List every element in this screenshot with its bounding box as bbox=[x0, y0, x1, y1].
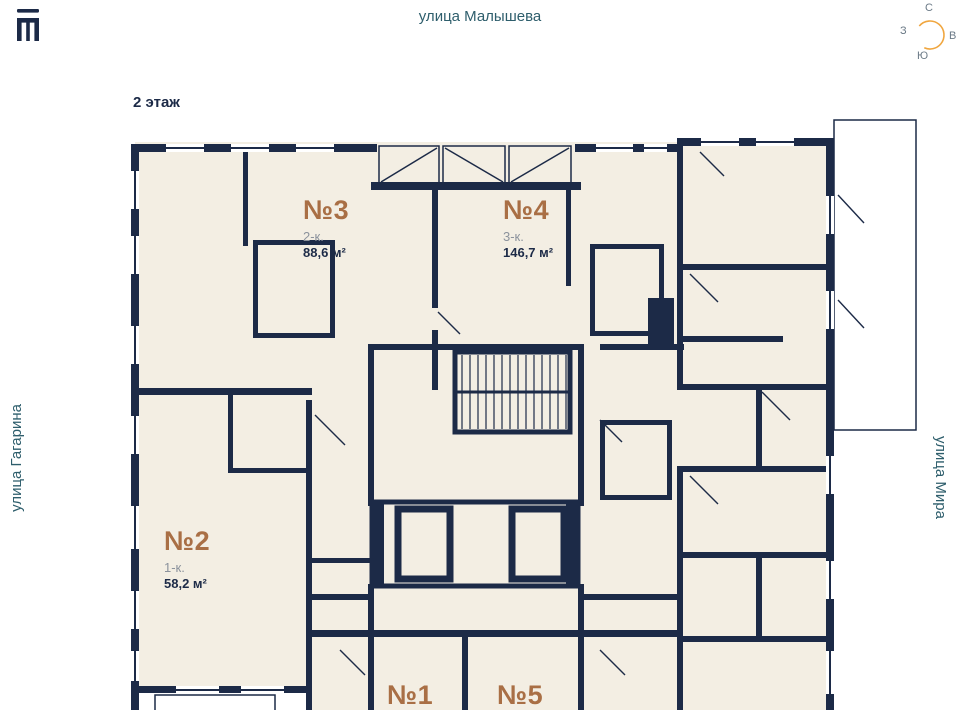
top-loggias bbox=[378, 145, 572, 185]
compass-north: С bbox=[925, 2, 933, 14]
compass: С З В Ю bbox=[899, 2, 960, 68]
apartment-5-number: №5 bbox=[497, 680, 544, 710]
compass-east: В bbox=[949, 30, 957, 42]
compass-west: З bbox=[900, 25, 907, 37]
brand-logo-icon bbox=[17, 9, 39, 41]
apartment-4-rooms: 3-к. bbox=[503, 228, 524, 244]
street-label-left: улица Гагарина bbox=[8, 404, 25, 512]
windows bbox=[131, 138, 834, 696]
stairs-icon bbox=[452, 349, 573, 435]
bottom-balcony bbox=[139, 693, 306, 710]
street-label-top: улица Малышева bbox=[418, 8, 542, 25]
apartment-5[interactable]: №5 bbox=[497, 680, 544, 710]
apartment-1[interactable]: №1 bbox=[387, 680, 434, 710]
apartment-4-number: №4 bbox=[503, 195, 550, 225]
apartment-4-area: 146,7 м² bbox=[503, 244, 554, 260]
apartment-2[interactable]: №2 1-к. 58,2 м² bbox=[164, 526, 211, 591]
compass-south: Ю bbox=[917, 50, 929, 62]
floor-label: 2 этаж bbox=[133, 94, 180, 111]
apartment-4[interactable]: №4 3-к. 146,7 м² bbox=[503, 195, 554, 260]
apartment-3-area: 88,6 м² bbox=[303, 244, 346, 260]
compass-arc-icon bbox=[915, 20, 945, 50]
door-swings bbox=[314, 151, 865, 676]
apartment-2-rooms: 1-к. bbox=[164, 559, 185, 575]
elevators-icon bbox=[369, 499, 581, 589]
street-label-right: улица Мира bbox=[932, 436, 949, 519]
building-footprint bbox=[135, 119, 917, 710]
apartment-1-number: №1 bbox=[387, 680, 434, 710]
apartment-2-area: 58,2 м² bbox=[164, 575, 207, 591]
brand-logo[interactable] bbox=[16, 8, 42, 47]
apartment-3-number: №3 bbox=[303, 195, 350, 225]
apartment-3-rooms: 2-к. bbox=[303, 228, 324, 244]
apartment-3[interactable]: №3 2-к. 88,6 м² bbox=[303, 195, 350, 260]
apartment-2-number: №2 bbox=[164, 526, 211, 556]
